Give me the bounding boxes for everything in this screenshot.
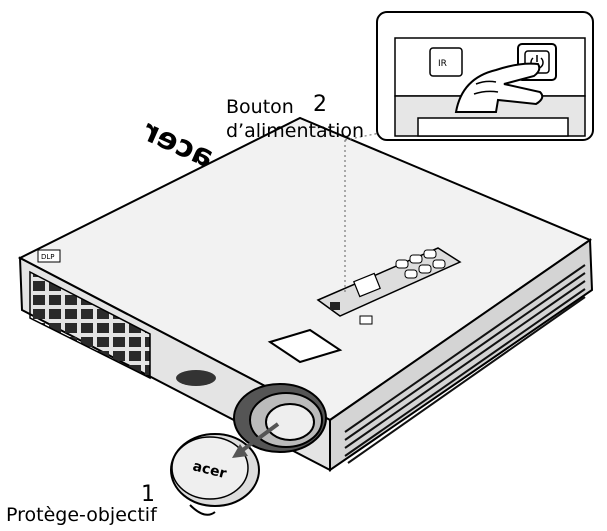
front-acer-logo [176,370,216,386]
lens-cap-number: 1 [141,482,155,507]
projector-body: acer DLP [17,113,594,472]
top-label-window [267,328,343,364]
leader-line-callout [344,129,396,141]
control-panel [316,247,462,325]
front-vents [29,270,151,380]
power-button-label-line1: Bouton [226,96,294,118]
power-button-callout: IR [376,11,594,141]
lens-cap-label: Protège-objectif [6,504,157,526]
power-button-label-line2: d’alimentation [226,120,365,142]
side-vents [344,264,586,464]
svg-text:DLP: DLP [41,253,55,261]
power-button-number: 2 [313,92,327,117]
ir-label: IR [438,59,447,69]
top-acer-logo: acer [138,113,219,175]
dlp-badge: DLP [37,249,61,263]
pressing-hand [454,62,544,113]
lens [233,383,327,453]
removal-arrow [232,422,280,458]
ir-window [429,47,463,77]
